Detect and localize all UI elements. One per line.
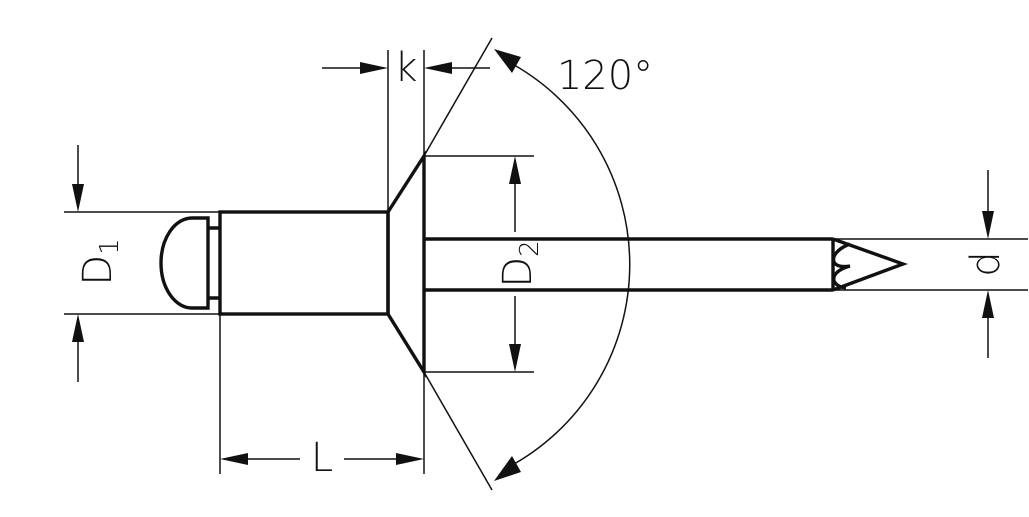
- dimension-k: k: [322, 45, 490, 212]
- k-arrow-right: [424, 62, 452, 74]
- mandrel-head-neck: [208, 226, 220, 300]
- mandrel-tip: [832, 237, 908, 292]
- svg-text:D2: D2: [495, 240, 545, 287]
- d-arrow-bottom: [982, 290, 994, 318]
- d2-label: D: [495, 257, 541, 288]
- angle-extension-top: [423, 37, 493, 157]
- d1-arrow-top: [72, 184, 84, 212]
- d-label: d: [963, 251, 1009, 276]
- dimension-angle: 120°: [423, 37, 653, 491]
- countersunk-head: [386, 150, 426, 378]
- dimension-d: d: [833, 170, 1028, 358]
- angle-arrow-top: [494, 49, 521, 73]
- d1-label: D: [75, 255, 121, 286]
- d2-arrow-bottom: [509, 344, 521, 372]
- d1-arrow-bottom: [72, 314, 84, 342]
- d2-arrow-top: [509, 156, 521, 184]
- d-arrow-top: [982, 211, 994, 239]
- mandrel-tip-notch: [831, 242, 851, 290]
- angle-arrow-bottom: [494, 456, 521, 481]
- l-arrow-left: [220, 453, 248, 465]
- d2-subscript: 2: [515, 240, 545, 257]
- svg-text:D1: D1: [75, 238, 125, 285]
- k-label: k: [394, 45, 417, 91]
- rivet-shank: [218, 210, 390, 316]
- rivet-geometry: [159, 150, 908, 378]
- l-arrow-right: [396, 453, 424, 465]
- dimension-D2: D2: [424, 155, 545, 373]
- l-label: L: [311, 435, 333, 481]
- angle-extension-bottom: [423, 371, 493, 491]
- d1-subscript: 1: [95, 238, 125, 255]
- k-arrow-left: [360, 62, 388, 74]
- angle-label: 120°: [557, 53, 653, 99]
- mandrel-head: [159, 216, 210, 310]
- dimension-D1: D1: [64, 145, 220, 382]
- dimension-L: L: [219, 314, 425, 481]
- angle-arc: [504, 59, 631, 470]
